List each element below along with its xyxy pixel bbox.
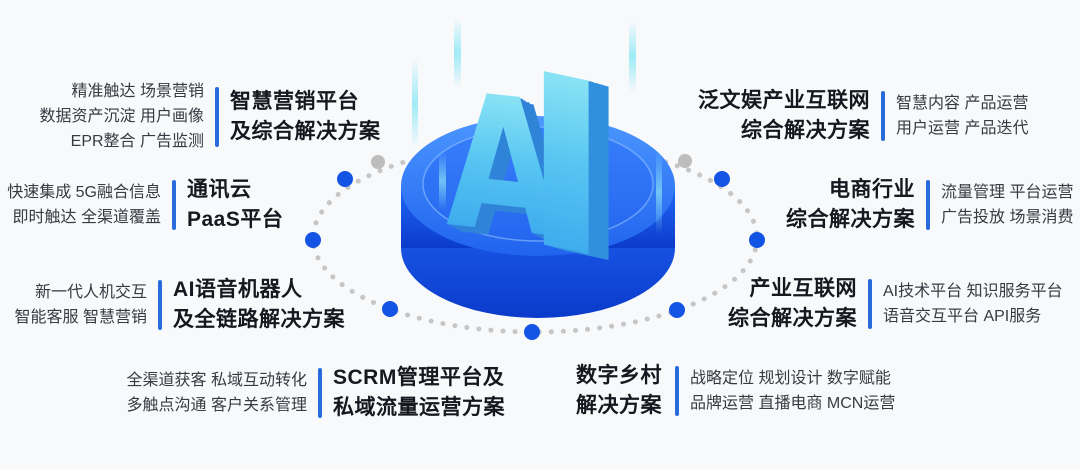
platform-disc [401,116,675,318]
title-line: 综合解决方案 [741,119,870,142]
divider-bar [675,366,679,416]
feature-line: 战略定位 规划设计 数字赋能 [690,370,891,387]
feature-list: 智慧内容 产品运营 用户运营 产品迭代 [896,91,1028,141]
ai-logo-letters: A A A A A I I I I I [446,19,631,321]
feature-list: AI技术平台 知识服务平台 语音交互平台 API服务 [883,279,1063,329]
orbit-dotted-ellipse [310,141,760,335]
feature-line: 即时触达 全渠道覆盖 [12,209,161,226]
solution-title: 智慧营销平台 及综合解决方案 [230,87,381,147]
feature-line: 品牌运营 直播电商 MCN运营 [690,395,896,412]
divider-bar [318,368,322,418]
feature-list: 流量管理 平台运营 广告投放 场景消费 [941,180,1073,230]
letter-i-extrude: I [532,22,621,318]
title-line: 产业互联网 [749,277,857,300]
divider-bar [926,180,930,230]
divider-bar [215,86,219,147]
title-line: PaaS平台 [187,208,284,231]
title-line: 智慧营销平台 [230,89,359,113]
disc-streaks [439,150,662,234]
solution-industrial-internet: 产业互联网 综合解决方案 AI技术平台 知识服务平台 语音交互平台 API服务 [728,274,1063,334]
feature-list: 快速集成 5G融合信息 即时触达 全渠道覆盖 [4,180,161,230]
feature-line: 多触点沟通 客户关系管理 [126,397,307,414]
letter-a-extrude: A [460,60,575,288]
solution-title: 泛文娱产业互联网 综合解决方案 [698,86,870,146]
feature-line: 智能客服 智慧营销 [14,309,147,326]
title-line: SCRM管理平台及 [333,366,505,389]
letter-a: A [446,52,561,280]
letter-a-extrude: A [449,54,564,282]
feature-list: 新一代人机交互 智能客服 智慧营销 [2,280,147,330]
solution-comm-cloud-paas: 快速集成 5G融合信息 即时触达 全渠道覆盖 通讯云 PaaS平台 [4,175,283,235]
light-streaks [412,18,636,207]
solution-smart-marketing: 精准触达 场景营销 数据资产沉淀 用户画像 EPR整合 广告监测 智慧营销平台 … [8,79,381,154]
feature-line: 新一代人机交互 [34,284,147,301]
title-line: 泛文娱产业互联网 [698,89,870,112]
title-line: 私域流量运营方案 [333,396,505,419]
feature-line: 流量管理 平台运营 [941,184,1074,201]
solution-title: 数字乡村 解决方案 [576,361,664,421]
letter-i-extrude: I [542,25,631,321]
title-line: 数字乡村 [576,364,662,387]
feature-line: 智慧内容 产品运营 [896,95,1029,112]
feature-line: 数据资产沉淀 用户画像 [39,108,204,125]
feature-list: 战略定位 规划设计 数字赋能 品牌运营 直播电商 MCN运营 [690,366,895,416]
letter-i-extrude: I [527,21,616,317]
divider-bar [158,280,162,330]
title-line: AI语音机器人 [173,278,303,301]
solution-ecommerce: 电商行业 综合解决方案 流量管理 平台运营 广告投放 场景消费 [786,175,1073,235]
orbit-node-dots [305,154,765,340]
solution-pan-entertainment: 泛文娱产业互联网 综合解决方案 智慧内容 产品运营 用户运营 产品迭代 [698,86,1028,146]
feature-line: 用户运营 产品迭代 [896,120,1029,137]
solution-title: 电商行业 综合解决方案 [786,175,915,235]
title-line: 及综合解决方案 [230,119,381,143]
solution-title: AI语音机器人 及全链路解决方案 [173,275,345,335]
solution-scrm-platform: 全渠道获客 私域互动转化 多触点沟通 客户关系管理 SCRM管理平台及 私域流量… [118,363,505,423]
title-line: 电商行业 [829,178,915,201]
divider-bar [881,91,885,141]
feature-line: AI技术平台 知识服务平台 [883,283,1063,300]
title-line: 综合解决方案 [786,208,915,231]
divider-bar [172,180,176,230]
letter-i: I [522,19,611,315]
title-line: 及全链路解决方案 [173,308,345,331]
feature-line: EPR整合 广告监测 [70,133,204,150]
letter-i-extrude: I [537,24,626,320]
solution-digital-village: 数字乡村 解决方案 战略定位 规划设计 数字赋能 品牌运营 直播电商 MCN运营 [576,361,895,421]
letter-a-extrude: A [452,56,567,284]
feature-line: 快速集成 5G融合信息 [7,184,161,201]
feature-list: 全渠道获客 私域互动转化 多触点沟通 客户关系管理 [118,368,307,418]
solution-title: 产业互联网 综合解决方案 [728,274,857,334]
letter-a-extrude: A [456,58,571,286]
feature-line: 广告投放 场景消费 [941,209,1074,226]
feature-line: 语音交互平台 API服务 [883,308,1042,325]
title-line: 综合解决方案 [728,307,857,330]
solution-title: SCRM管理平台及 私域流量运营方案 [333,363,505,423]
feature-line: 精准触达 场景营销 [71,83,204,100]
feature-list: 精准触达 场景营销 数据资产沉淀 用户画像 EPR整合 广告监测 [8,79,204,154]
title-line: 解决方案 [576,394,662,417]
solution-ai-voice-robot: 新一代人机交互 智能客服 智慧营销 AI语音机器人 及全链路解决方案 [2,275,345,335]
divider-bar [868,279,872,329]
solution-title: 通讯云 PaaS平台 [187,175,283,235]
feature-line: 全渠道获客 私域互动转化 [126,372,307,389]
title-line: 通讯云 [187,178,252,201]
